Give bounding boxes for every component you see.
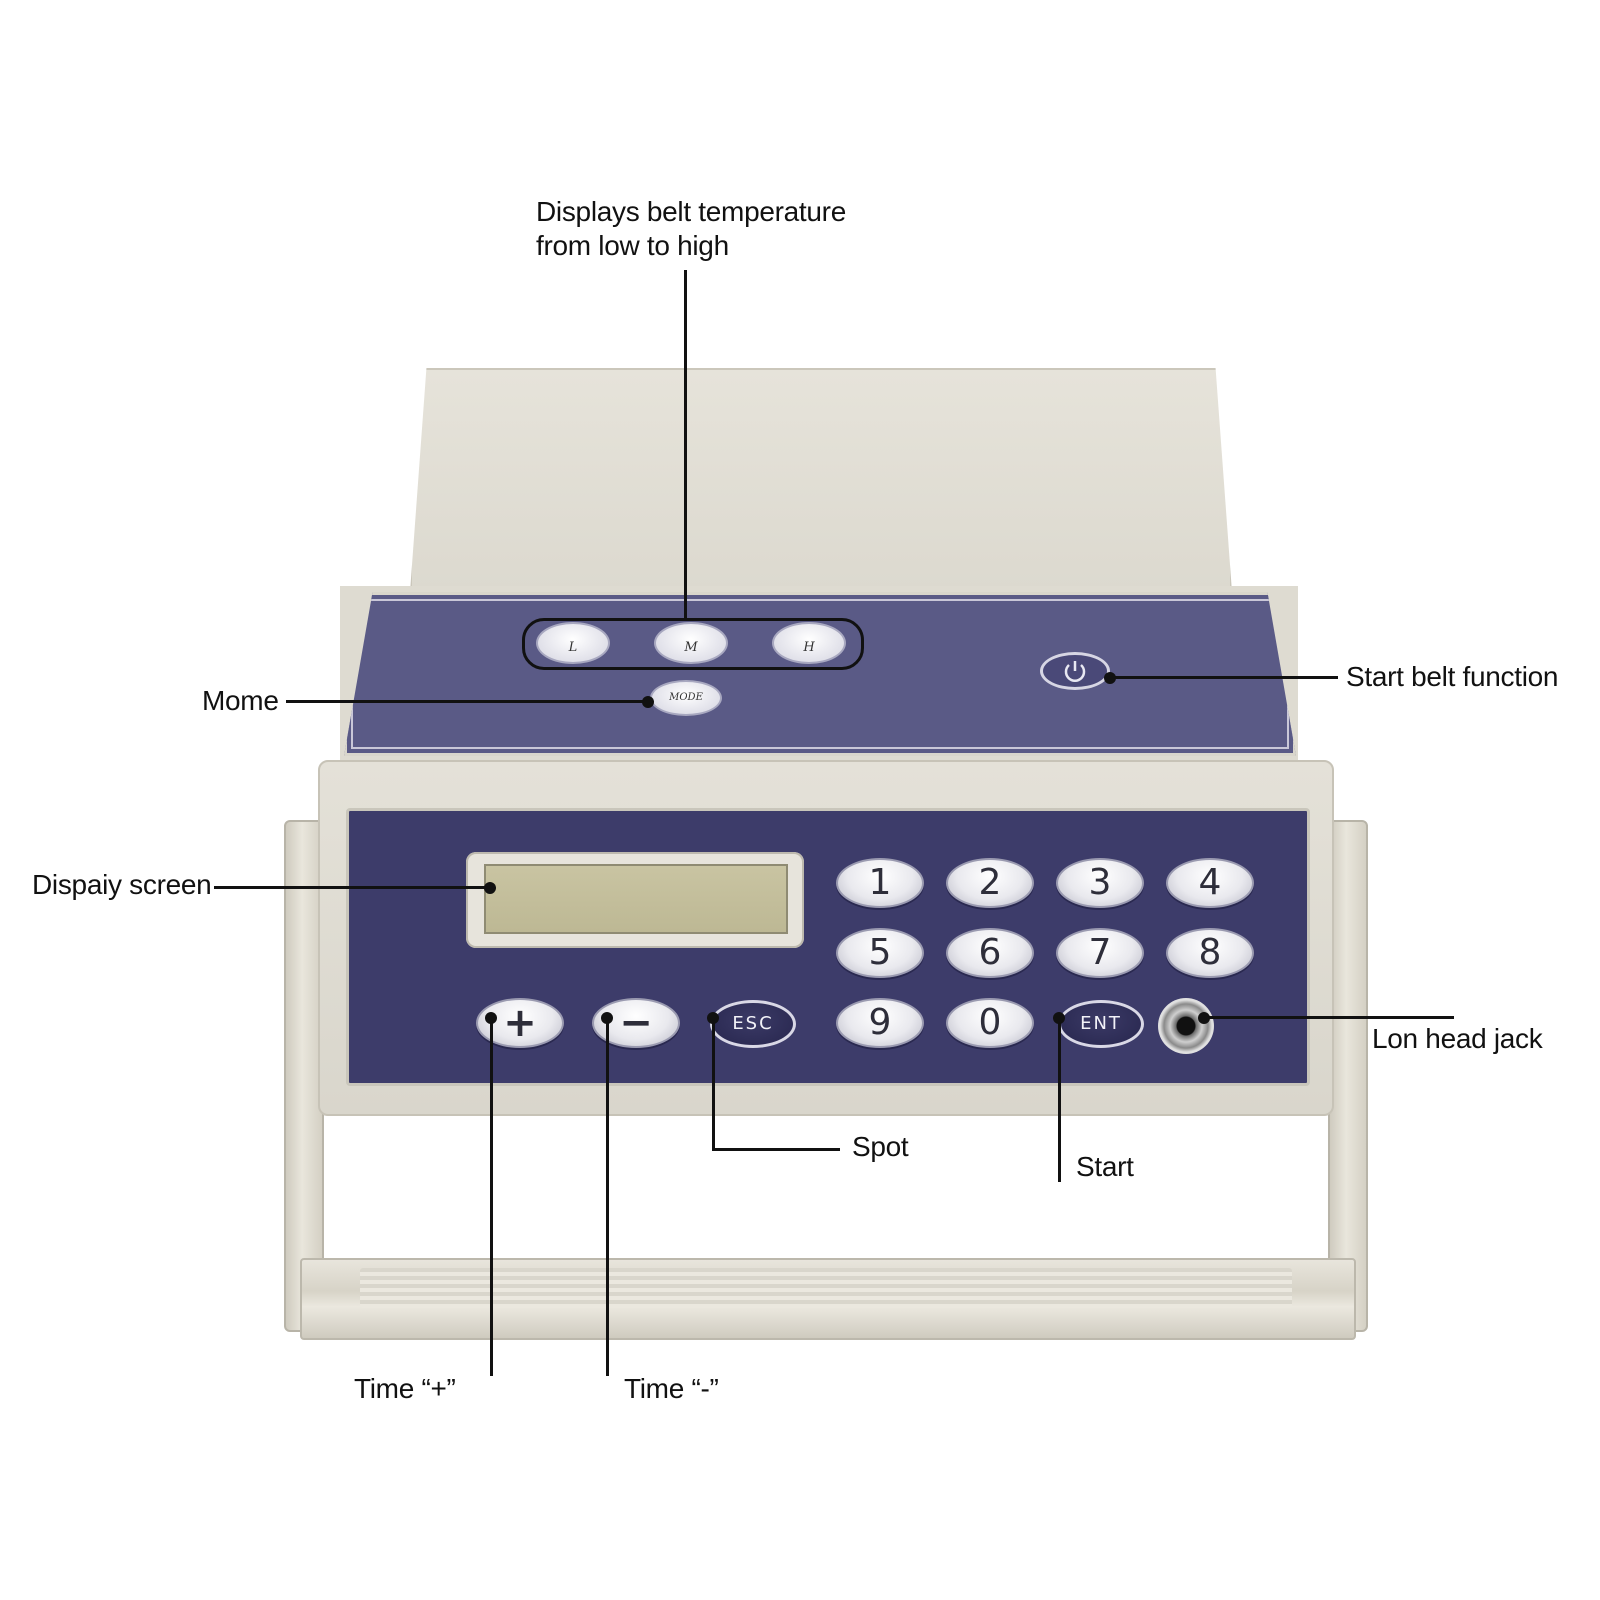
callout-temperature-line2: from low to high <box>536 230 729 261</box>
key-4[interactable]: 4 <box>1166 858 1254 908</box>
key-3[interactable]: 3 <box>1056 858 1144 908</box>
handle-grip-ridges <box>360 1268 1292 1308</box>
ion-head-jack[interactable] <box>1158 998 1214 1054</box>
leader-temperature <box>684 270 687 620</box>
key-2[interactable]: 2 <box>946 858 1034 908</box>
temperature-button-group <box>522 618 864 670</box>
top-control-panel <box>344 592 1296 756</box>
temp-high-button[interactable]: H <box>772 622 846 664</box>
leader-start-belt <box>1110 676 1338 679</box>
leader-mode <box>286 700 648 703</box>
leader-display-screen-dot <box>484 882 496 894</box>
leader-time-minus-dot <box>601 1012 613 1024</box>
leader-time-minus <box>606 1018 609 1376</box>
handle-left-arm <box>284 820 324 1332</box>
leader-start-dot <box>1053 1012 1065 1024</box>
power-icon <box>1064 661 1086 682</box>
time-minus-key[interactable]: − <box>592 998 680 1048</box>
handle-right-arm <box>1328 820 1368 1332</box>
leader-display-screen <box>214 886 494 889</box>
callout-time-minus: Time “-” <box>624 1373 719 1404</box>
key-9[interactable]: 9 <box>836 998 924 1048</box>
key-0[interactable]: 0 <box>946 998 1034 1048</box>
callout-start-belt: Start belt function <box>1346 661 1559 692</box>
key-5[interactable]: 5 <box>836 928 924 978</box>
leader-spot-horizontal <box>712 1148 840 1151</box>
key-8[interactable]: 8 <box>1166 928 1254 978</box>
esc-key[interactable]: ESC <box>710 1000 796 1048</box>
leader-ion-jack-dot <box>1198 1012 1210 1024</box>
key-1[interactable]: 1 <box>836 858 924 908</box>
temp-low-button[interactable]: L <box>536 622 610 664</box>
callout-display-screen: Dispaiy screen <box>32 869 212 900</box>
leader-start <box>1058 1018 1061 1182</box>
start-belt-power-button[interactable] <box>1040 652 1110 690</box>
mode-button[interactable]: MODE <box>650 680 722 716</box>
leader-ion-jack <box>1204 1016 1454 1019</box>
callout-start: Start <box>1076 1151 1134 1182</box>
leader-time-plus <box>490 1018 493 1376</box>
top-cover <box>410 368 1232 592</box>
leader-time-plus-dot <box>485 1012 497 1024</box>
leader-spot-vertical <box>712 1018 715 1150</box>
callout-spot: Spot <box>852 1131 909 1162</box>
callout-ion-jack: Lon head jack <box>1372 1023 1543 1054</box>
leader-spot-dot <box>707 1012 719 1024</box>
callout-mode: Mome <box>202 685 279 716</box>
leader-start-belt-dot <box>1104 672 1116 684</box>
key-6[interactable]: 6 <box>946 928 1034 978</box>
leader-mode-dot <box>642 696 654 708</box>
temp-medium-button[interactable]: M <box>654 622 728 664</box>
callout-temperature-line1: Displays belt temperature <box>536 196 846 227</box>
display-screen <box>484 864 788 934</box>
callout-time-plus: Time “+” <box>354 1373 456 1404</box>
ent-key[interactable]: ENT <box>1058 1000 1144 1048</box>
key-7[interactable]: 7 <box>1056 928 1144 978</box>
